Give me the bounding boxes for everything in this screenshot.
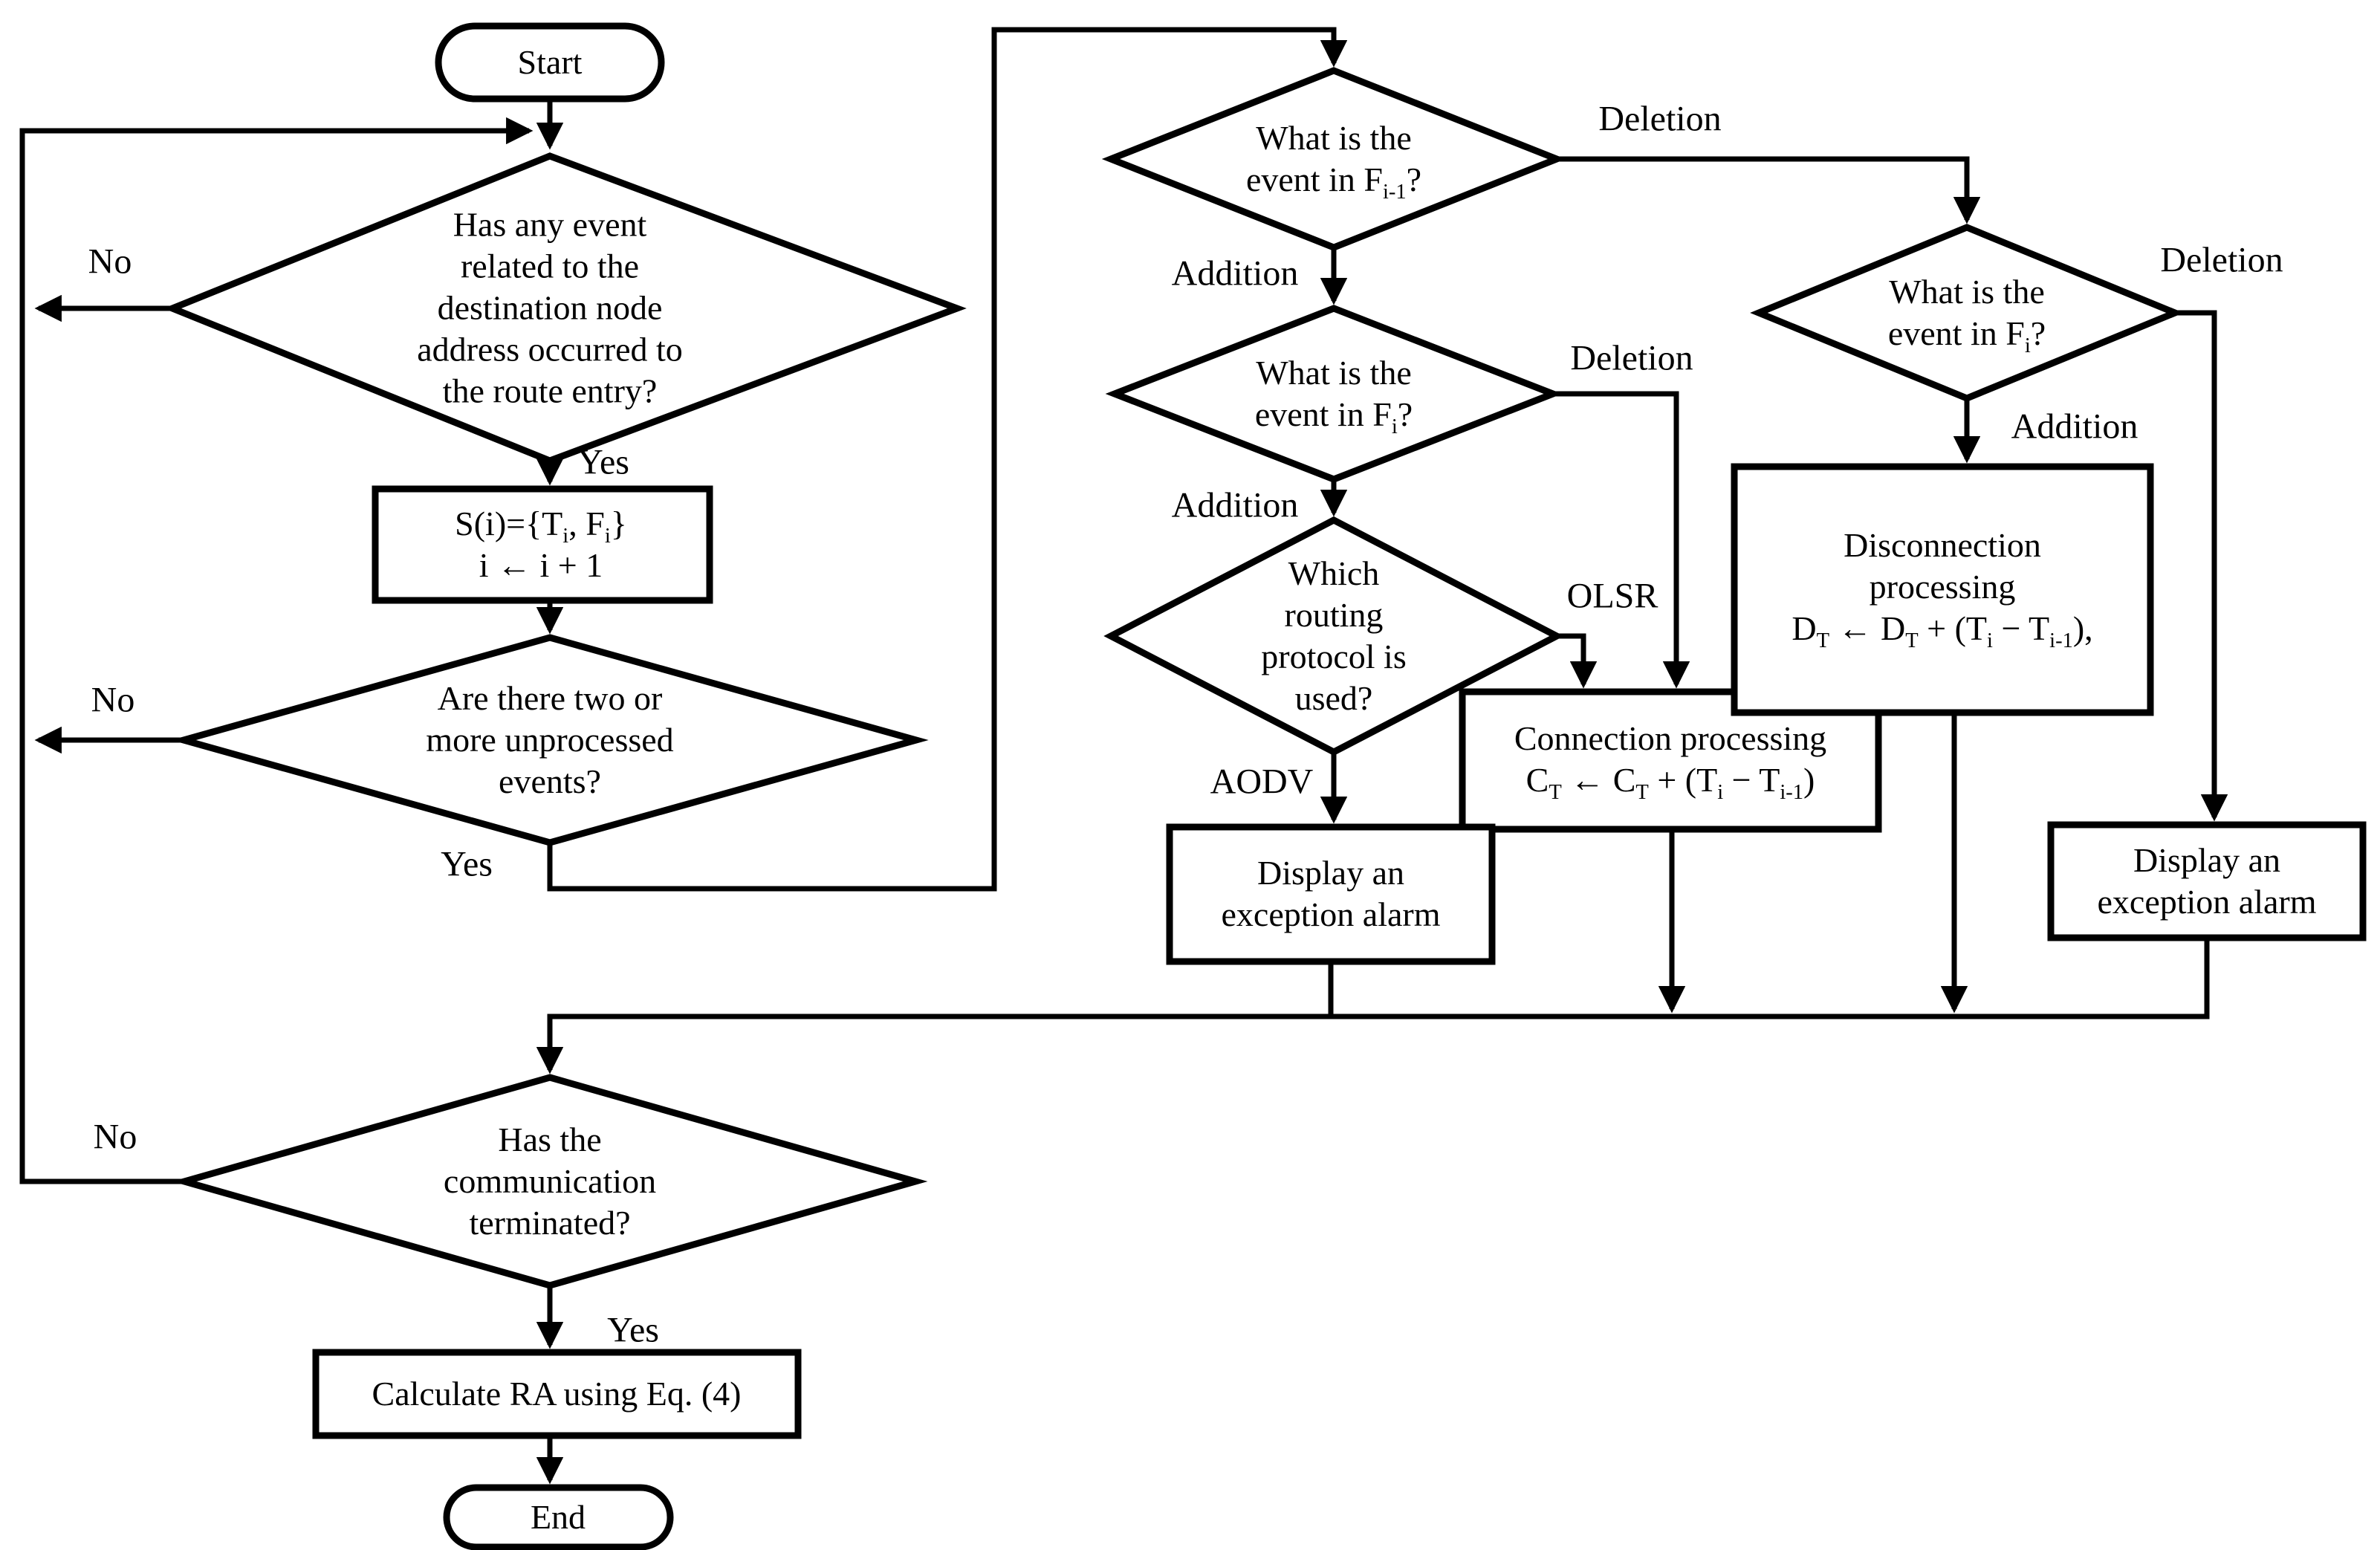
label-f-mid-addition: Addition: [1171, 485, 1299, 525]
edge-two-or-more-yes: [547, 27, 1348, 892]
label-event-occurred-no: No: [88, 241, 132, 282]
process-alarm-left-shape: [1166, 823, 1496, 965]
process-calculate-ra-shape: [312, 1349, 802, 1439]
label-f-prev-deletion: Deletion: [1598, 99, 1722, 139]
label-f-right-deletion: Deletion: [2160, 240, 2283, 280]
process-set-s-i-shape: [372, 485, 713, 604]
edge-protocol-olsr: [1557, 633, 1598, 689]
label-protocol-aodv: AODV: [1210, 762, 1314, 802]
decision-event-in-f-prev-shape: [1101, 67, 1566, 251]
process-disconnection-shape: [1731, 463, 2154, 716]
decision-event-in-f-mid-shape: [1105, 305, 1563, 483]
decision-two-or-more-shape: [171, 634, 929, 846]
label-protocol-olsr: OLSR: [1566, 576, 1658, 616]
decision-which-protocol-shape: [1103, 516, 1564, 756]
start-label: Start: [517, 42, 583, 81]
decision-event-in-f-right-shape: [1750, 224, 2184, 402]
edge-f-prev-deletion: [1557, 156, 1981, 224]
label-f-mid-deletion: Deletion: [1570, 338, 1693, 378]
process-set-s-i-label: S(i)={Ti, Fi}i ← i + 1: [455, 504, 627, 584]
start-terminator-shape: [435, 22, 665, 103]
decision-event-occurred-shape: [163, 152, 967, 464]
edge-loopback-left: [19, 117, 534, 1184]
process-alarm-right-shape: [2047, 821, 2367, 941]
label-f-prev-addition: Addition: [1171, 253, 1299, 294]
end-terminator-shape: [443, 1484, 674, 1550]
end-label: End: [530, 1497, 586, 1536]
process-calculate-ra-label: Calculate RA using Eq. (4): [372, 1374, 742, 1413]
edge-f-right-deletion: [2175, 310, 2228, 822]
label-event-occurred-yes: Yes: [577, 442, 629, 482]
label-terminated-no: No: [93, 1117, 137, 1157]
label-two-or-more-no: No: [91, 680, 135, 720]
label-terminated-yes: Yes: [607, 1310, 659, 1350]
edge-f-mid-deletion: [1553, 391, 1690, 689]
edge-bus-to-terminated: [536, 938, 2210, 1074]
label-two-or-more-yes: Yes: [441, 844, 493, 884]
label-f-right-addition: Addition: [2011, 406, 2139, 447]
decision-terminated-shape: [172, 1074, 928, 1289]
